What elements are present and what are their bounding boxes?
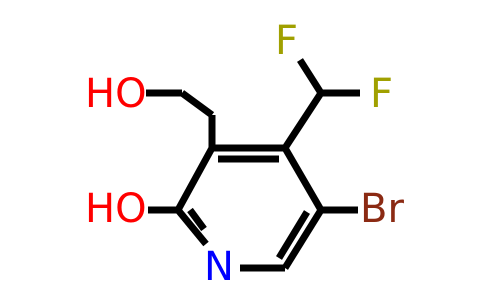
- atom-f-right: F: [370, 71, 393, 117]
- bond-n-c2: [175, 207, 209, 247]
- bond-c4-chf2: [282, 91, 324, 150]
- atom-hydroxyl-top: HO: [85, 71, 147, 117]
- bond-c5-c6-inner: [276, 210, 310, 260]
- bond-n-c2-inner: [187, 207, 207, 232]
- atom-hydroxyl-left: HO: [85, 186, 147, 232]
- atom-f-top: F: [275, 18, 298, 64]
- atom-nitrogen: N: [204, 244, 234, 290]
- bond-c5-c6: [282, 208, 324, 270]
- bond-c4-c5: [281, 146, 325, 212]
- bond-c2-c3: [174, 146, 216, 212]
- bond-ch2-c: [179, 90, 215, 118]
- atom-bromine: Br: [360, 186, 404, 232]
- bond-chf2-f-top: [297, 58, 324, 95]
